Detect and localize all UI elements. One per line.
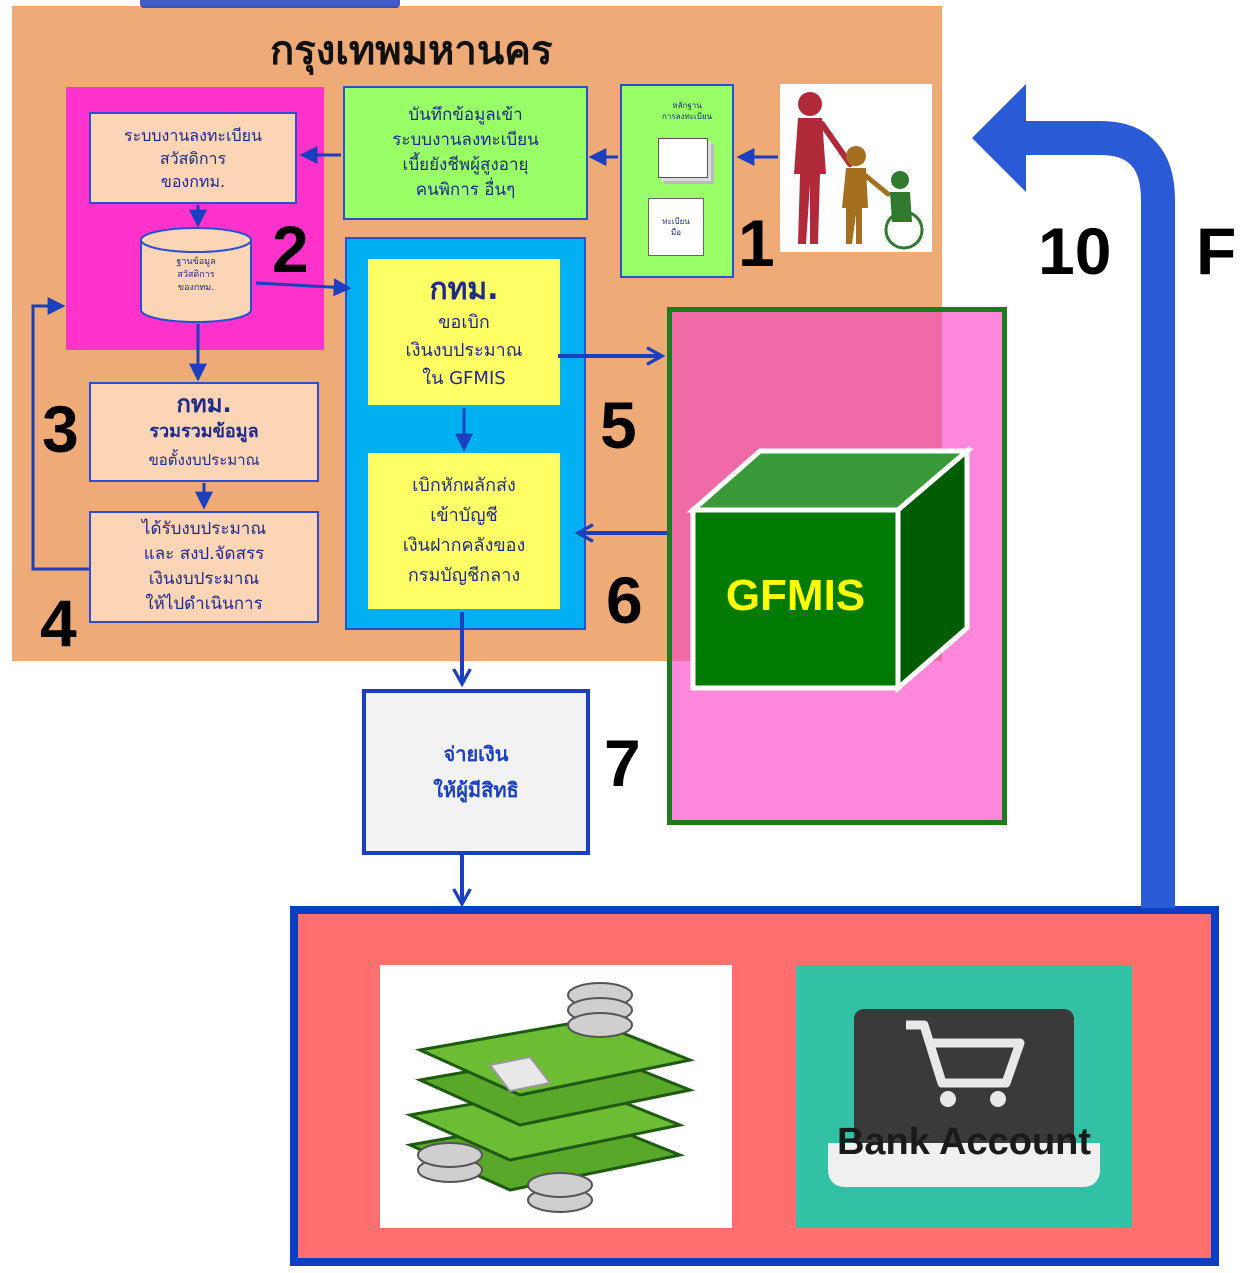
document-stack-icon [658,138,708,178]
gfmis-label: GFMIS [725,571,866,620]
step-5-label: 5 [600,388,637,462]
page-title: กรุงเทพมหานคร [270,28,553,74]
collect-line-2: ขอตั้งงบประมาณ [148,451,260,469]
step-2-label: 2 [272,212,309,286]
step-7-label: 7 [604,726,641,800]
evidence-box: หลักฐาน การลงทะเบียน ทะเบียน มือ [620,84,734,278]
evidence-bottom-2: มือ [670,228,682,237]
request-line-3: ใน GFMIS [422,368,506,389]
record-line-2: ระบบงานลงทะเบียน [392,130,539,150]
record-line-1: บันทึกข้อมูลเข้า [408,105,523,125]
cash-icon [380,965,732,1228]
database-line-3: ของกทม. [177,283,215,293]
pay-line-2: ให้ผู้มีสิทธิ [433,778,519,802]
gfmis-cube-icon: GFMIS [685,445,975,695]
withdraw-line-2: เข้าบัญชี [430,505,498,526]
evidence-top: หลักฐาน [672,101,702,110]
request-line-2: เงินงบประมาณ [405,340,523,361]
allocate-line-4: ให้ไปดำเนินการ [145,594,263,614]
pay-beneficiary-box: จ่ายเงิน ให้ผู้มีสิทธิ [362,689,590,855]
withdraw-line-1: เบิกหักผลักส่ง [412,475,516,496]
allocate-budget-box: ได้รับงบประมาณ และ สงป.จัดสรร เงินงบประม… [89,511,319,623]
registration-line-3: ของกทม. [160,171,226,191]
withdraw-line-4: กรมบัญชีกลาง [407,565,521,586]
evidence-bottom-1: ทะเบียน [662,217,690,226]
step-f-label: F [1196,214,1237,288]
people-icon [780,84,932,252]
bank-account-label: Bank Account [836,1121,1092,1163]
cart-icon [906,1020,1025,1107]
record-line-4: คนพิการ อื่นๆ [415,180,516,200]
step-6-label: 6 [606,563,643,637]
registration-system-box: ระบบงานลงทะเบียน สวัสดิการ ของกทม. [89,112,297,204]
record-data-box: บันทึกข้อมูลเข้า ระบบงานลงทะเบียน เบี้ยย… [343,86,588,220]
request-line-1: ขอเบิก [438,312,490,333]
step-4-label: 4 [40,586,77,660]
registration-line-1: ระบบงานลงทะเบียน [124,125,262,145]
allocate-line-2: และ สงป.จัดสรร [143,544,265,564]
allocate-line-3: เงินงบประมาณ [148,569,260,589]
request-budget-box: กทม. ขอเบิก เงินงบประมาณ ใน GFMIS [368,259,560,405]
step-3-label: 3 [42,392,79,466]
bank-account-tile: Bank Account [796,965,1132,1228]
allocate-line-1: ได้รับงบประมาณ [141,519,267,539]
database-icon: ฐานข้อมูล สวัสดิการ ของกทม. [138,226,254,324]
request-head: กทม. [429,272,499,307]
id-card-icon: ทะเบียน มือ [648,198,704,256]
withdraw-line-3: เงินฝากคลังของ [402,535,526,556]
record-line-3: เบี้ยยังชีพผู้สูงอายุ [402,155,529,175]
step-10-label: 10 [1038,214,1112,288]
database-line-1: ฐานข้อมูล [176,257,216,267]
collect-data-box: กทม. รวมรวมข้อมูล ขอตั้งงบประมาณ [89,382,319,482]
withdraw-box: เบิกหักผลักส่ง เข้าบัญชี เงินฝากคลังของ … [368,453,560,609]
laptop-base-icon [828,1143,1100,1187]
collect-line-1: รวมรวมข้อมูล [149,421,259,442]
step-1-label: 1 [738,206,775,280]
evidence-sub: การลงทะเบียน [662,112,712,121]
registration-line-2: สวัสดิการ [159,148,227,168]
top-clipped-strip [140,0,400,8]
collect-head: กทม. [176,390,232,418]
pay-line-1: จ่ายเงิน [443,742,509,766]
database-line-2: สวัสดิการ [177,270,215,280]
